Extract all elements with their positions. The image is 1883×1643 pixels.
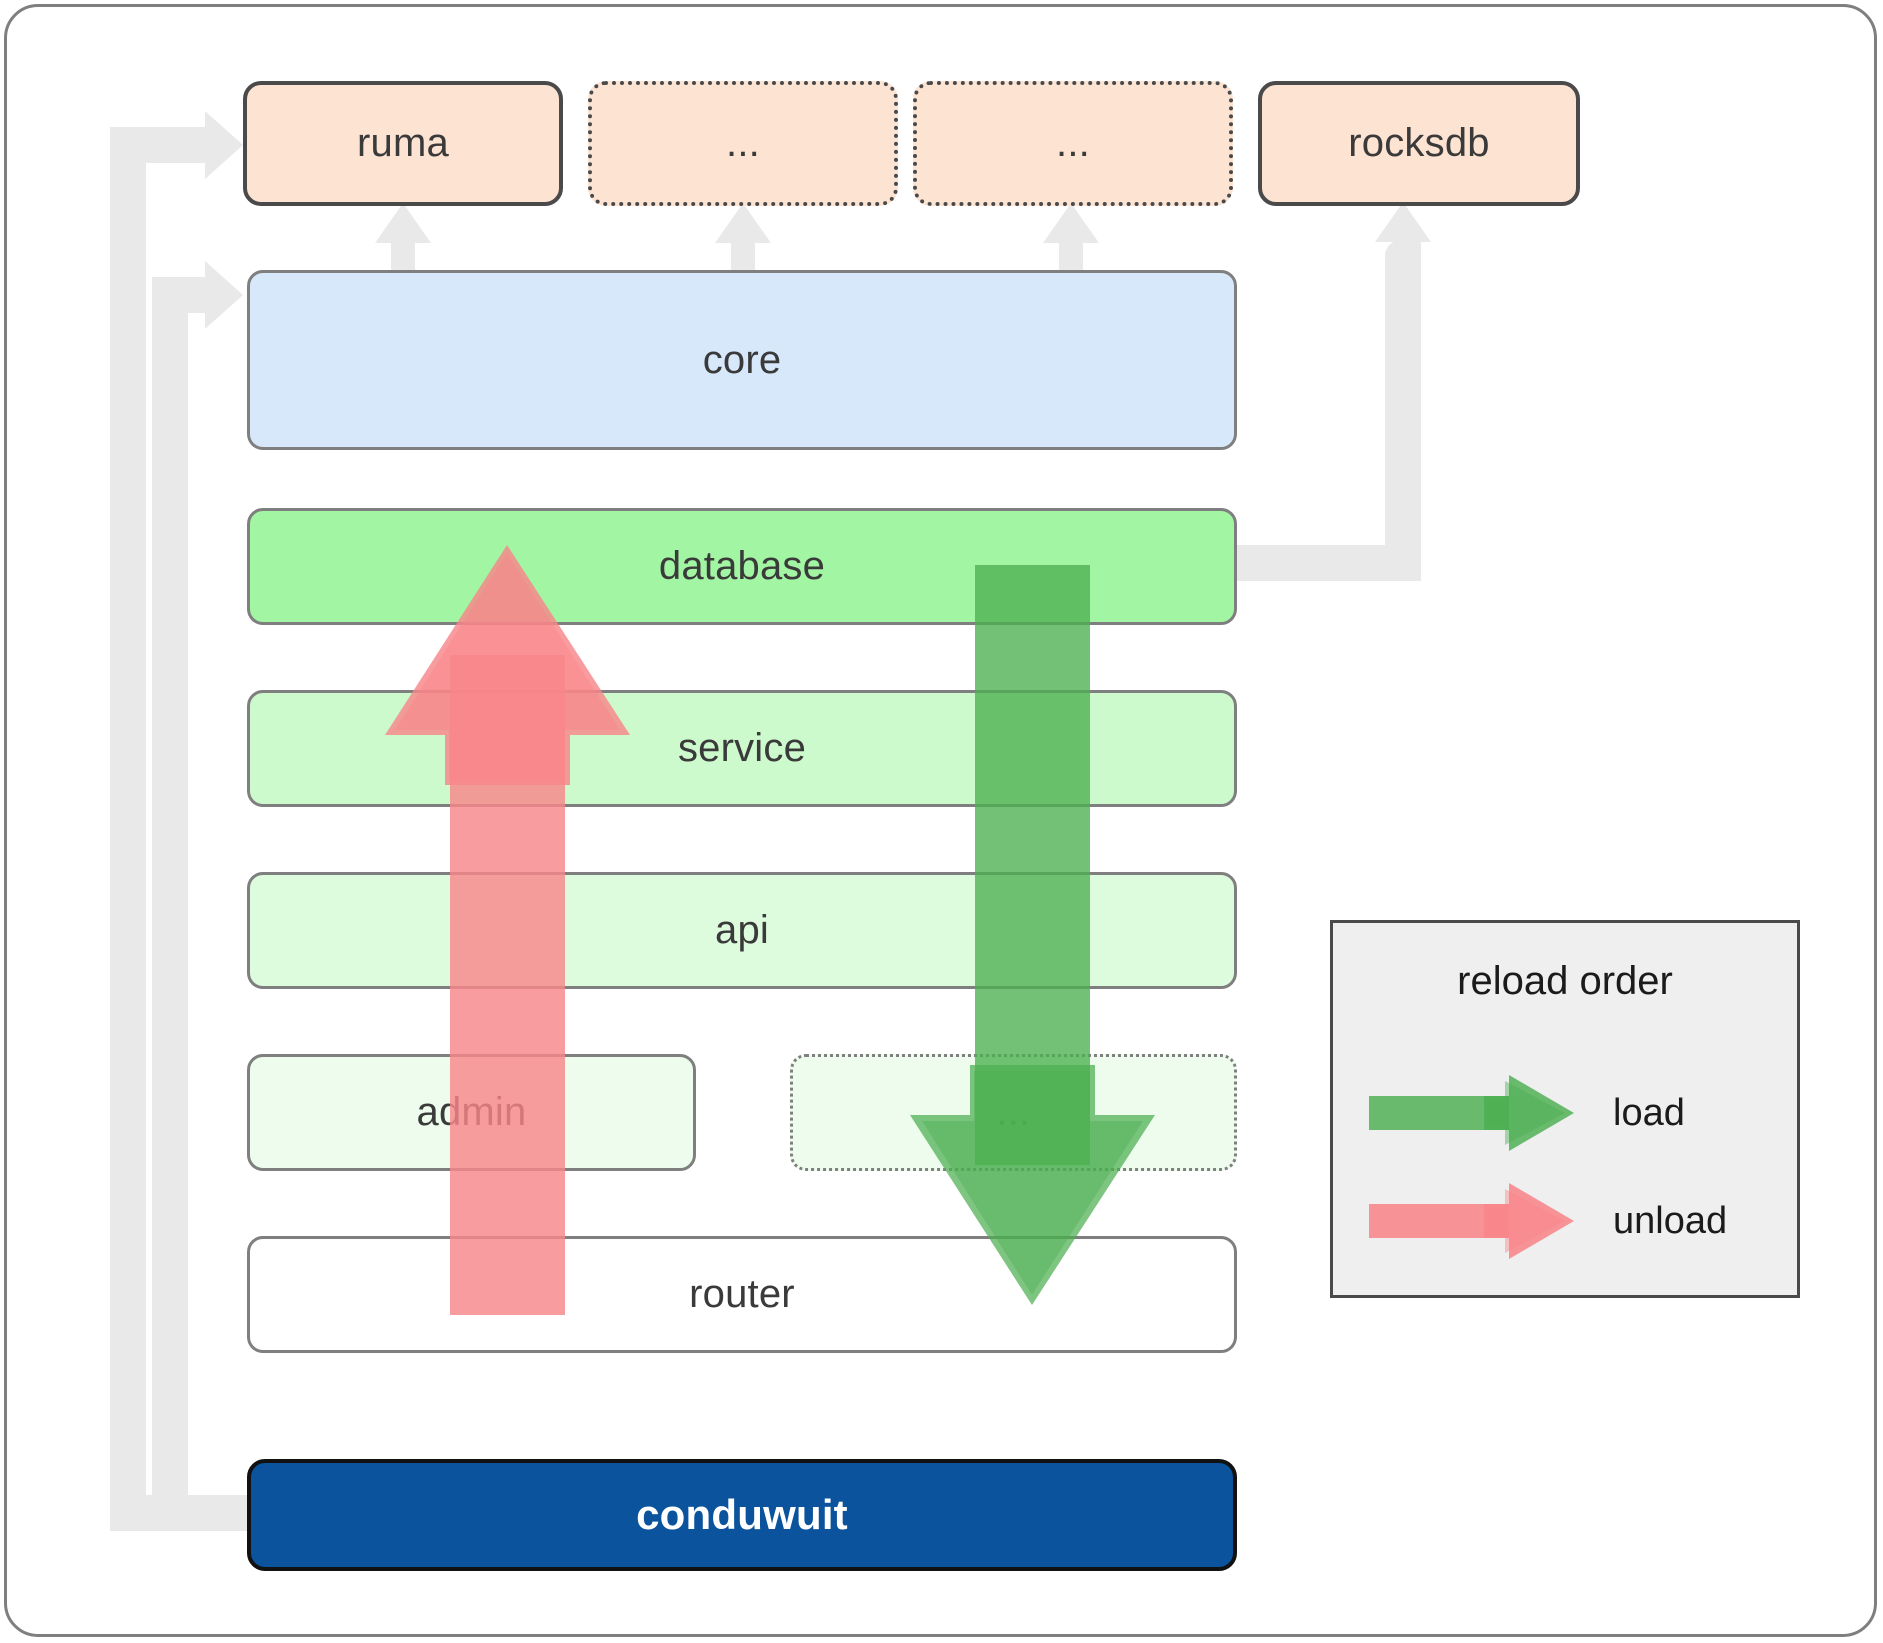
connector-database-right <box>1230 545 1400 581</box>
node-rocksdb[interactable]: rocksdb <box>1258 81 1580 206</box>
connector-core-to-dots2-arrowhead <box>1043 203 1099 243</box>
node-dep-placeholder-2[interactable]: ... <box>913 81 1233 206</box>
connector-to-rocksdb-arrowhead <box>1375 202 1431 242</box>
node-rocksdb-label: rocksdb <box>1348 121 1490 165</box>
node-layer-placeholder[interactable]: ... <box>790 1054 1237 1171</box>
legend-unload-arrow-icon <box>1369 1183 1574 1259</box>
node-database-label: database <box>658 544 826 588</box>
node-router-label: router <box>689 1272 795 1316</box>
connector-to-ruma-arrowhead <box>205 111 243 179</box>
connector-to-ruma <box>110 127 220 163</box>
connector-inner-riser <box>152 277 188 1531</box>
node-service[interactable]: service <box>247 690 1237 807</box>
node-conduwuit[interactable]: conduwuit <box>247 1459 1237 1571</box>
node-core[interactable]: core <box>247 270 1237 450</box>
connector-core-to-dots1-arrowhead <box>715 203 771 243</box>
node-admin-label: admin <box>416 1090 527 1134</box>
connector-to-core-arrowhead <box>205 261 243 329</box>
node-api[interactable]: api <box>247 872 1237 989</box>
node-ruma-label: ruma <box>357 121 449 165</box>
node-dep-placeholder-2-label: ... <box>1056 121 1090 165</box>
connector-outer-riser <box>110 127 146 1531</box>
node-router[interactable]: router <box>247 1236 1237 1353</box>
diagram-frame <box>4 4 1877 1637</box>
legend-box: reload order load unload <box>1330 920 1800 1298</box>
legend-load-arrow-icon <box>1369 1075 1574 1151</box>
legend-unload-label: unload <box>1613 1199 1728 1242</box>
connector-rocksdb-riser <box>1385 240 1421 581</box>
legend-item-unload: unload <box>1369 1171 1727 1271</box>
connector-inner-riser-base <box>152 1495 262 1531</box>
node-service-label: service <box>677 726 807 770</box>
node-conduwuit-label: conduwuit <box>636 1491 848 1538</box>
node-ruma[interactable]: ruma <box>243 81 563 206</box>
legend-title: reload order <box>1457 959 1673 1003</box>
node-layer-placeholder-label: ... <box>996 1090 1031 1134</box>
node-admin[interactable]: admin <box>247 1054 696 1171</box>
node-api-label: api <box>715 908 769 952</box>
connector-core-to-ruma-arrowhead <box>375 203 431 243</box>
node-core-label: core <box>702 337 782 382</box>
legend-item-load: load <box>1369 1063 1685 1163</box>
node-dep-placeholder-1[interactable]: ... <box>588 81 898 206</box>
legend-load-label: load <box>1613 1091 1685 1134</box>
node-database[interactable]: database <box>247 508 1237 625</box>
node-dep-placeholder-1-label: ... <box>726 121 760 165</box>
